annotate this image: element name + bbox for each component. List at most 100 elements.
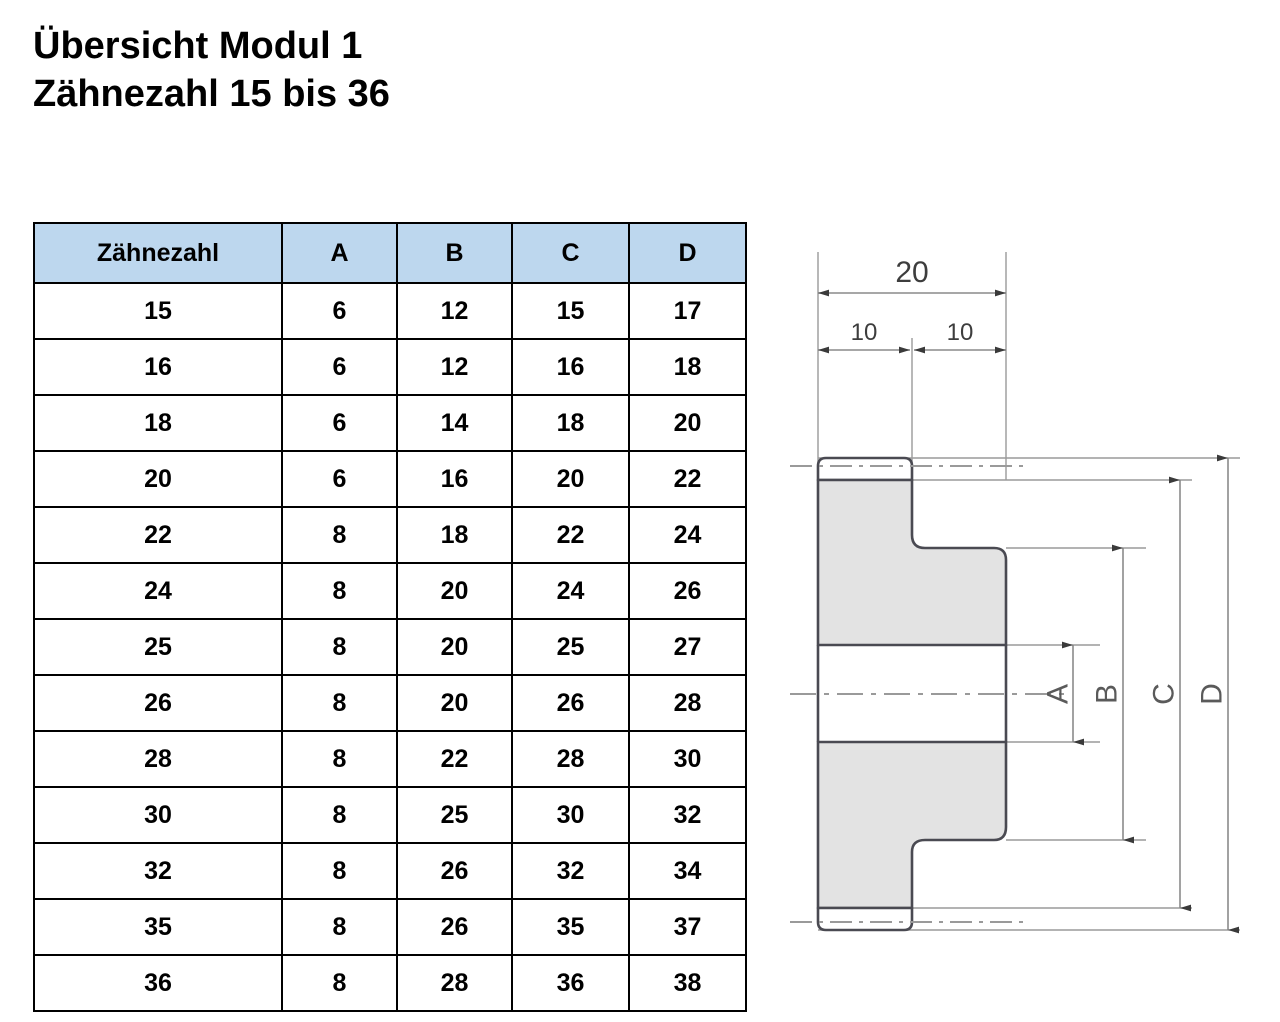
cell-c: 30 [511,786,630,844]
gear-lower-section [816,740,1008,910]
diameter-dimensions: A B C D [1042,454,1239,934]
cell-b: 26 [396,842,513,900]
table-header-row: Zähnezahl A B C D [33,222,747,284]
cell-b: 26 [396,898,513,956]
cell-teeth: 16 [33,338,283,396]
centre-lines [790,465,1070,923]
cell-a: 8 [281,674,398,732]
cell-d: 37 [628,898,747,956]
cell-a: 8 [281,562,398,620]
cell-c: 28 [511,730,630,788]
cell-c: 16 [511,338,630,396]
cell-b: 20 [396,618,513,676]
cell-c: 22 [511,506,630,564]
cell-a: 8 [281,506,398,564]
cell-a: 8 [281,730,398,788]
cell-d: 26 [628,562,747,620]
cell-teeth: 35 [33,898,283,956]
dimension-label-total-width: 20 [895,256,928,289]
cell-d: 17 [628,282,747,340]
cell-d: 18 [628,338,747,396]
cell-teeth: 15 [33,282,283,340]
cell-teeth: 26 [33,674,283,732]
cell-a: 6 [281,394,398,452]
gear-upper-section [816,478,1008,647]
dimension-label-c: C [1148,683,1181,705]
dimension-label-a: A [1042,684,1075,704]
cell-b: 18 [396,506,513,564]
cell-a: 6 [281,450,398,508]
cell-teeth: 24 [33,562,283,620]
page-title-line-2: Zähnezahl 15 bis 36 [33,73,390,115]
cell-teeth: 20 [33,450,283,508]
dimension-label-b: B [1091,684,1124,704]
cell-d: 32 [628,786,747,844]
cell-b: 25 [396,786,513,844]
column-header-teeth: Zähnezahl [33,222,283,284]
gear-body [816,456,1008,932]
cell-b: 14 [396,394,513,452]
cell-teeth: 30 [33,786,283,844]
cell-c: 36 [511,954,630,1012]
page-title-line-1: Übersicht Modul 1 [33,25,363,67]
cell-d: 28 [628,674,747,732]
cell-a: 8 [281,842,398,900]
cell-b: 28 [396,954,513,1012]
cell-b: 12 [396,282,513,340]
cell-a: 8 [281,898,398,956]
cell-b: 20 [396,562,513,620]
cell-teeth: 22 [33,506,283,564]
cell-a: 8 [281,954,398,1012]
cell-a: 8 [281,618,398,676]
cell-teeth: 18 [33,394,283,452]
cell-d: 34 [628,842,747,900]
cell-c: 32 [511,842,630,900]
cell-a: 6 [281,282,398,340]
column-header-d: D [628,222,747,284]
tooth-tip-upper [816,456,914,482]
cell-b: 22 [396,730,513,788]
cell-a: 8 [281,786,398,844]
page-title: Übersicht Modul 1 Zähnezahl 15 bis 36 [33,22,733,118]
cell-c: 20 [511,450,630,508]
width-dimensions: 20 10 10 [818,256,1006,354]
column-header-a: A [281,222,398,284]
cell-b: 16 [396,450,513,508]
cell-c: 35 [511,898,630,956]
cell-c: 24 [511,562,630,620]
column-header-b: B [396,222,513,284]
cell-b: 12 [396,338,513,396]
dimension-label-right-half: 10 [947,319,974,346]
gear-cross-section-drawing: 20 10 10 A B C D [780,230,1260,940]
cell-teeth: 28 [33,730,283,788]
cell-d: 22 [628,450,747,508]
cell-c: 18 [511,394,630,452]
cell-c: 25 [511,618,630,676]
cell-c: 15 [511,282,630,340]
dimension-label-d: D [1196,683,1229,705]
cell-d: 27 [628,618,747,676]
cell-d: 38 [628,954,747,1012]
cell-teeth: 32 [33,842,283,900]
cell-d: 30 [628,730,747,788]
cell-teeth: 25 [33,618,283,676]
cell-b: 20 [396,674,513,732]
cell-d: 24 [628,506,747,564]
tooth-tip-lower [816,906,914,932]
dimension-label-left-half: 10 [851,319,878,346]
